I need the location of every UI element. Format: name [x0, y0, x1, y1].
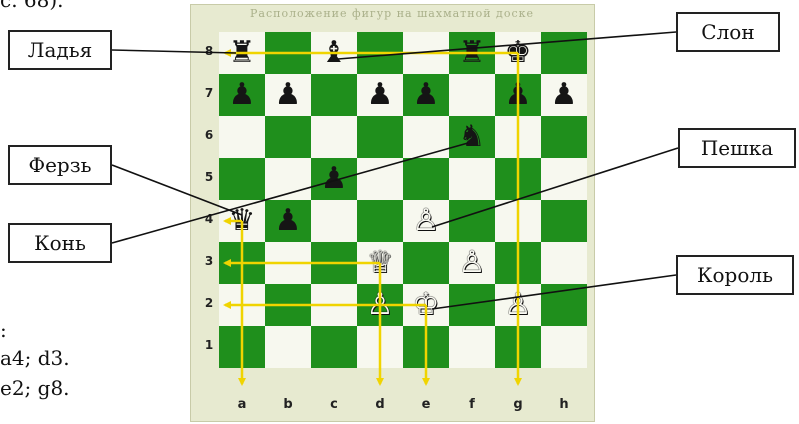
callout-bishop: Слон [676, 12, 780, 52]
leader-pawn [432, 148, 678, 227]
callout-king: Король [676, 255, 794, 295]
callout-rook: Ладья [8, 30, 112, 70]
leader-queen [112, 165, 242, 215]
leader-bishop [338, 32, 676, 59]
leader-king [432, 275, 676, 309]
callout-pawn: Пешка [678, 128, 796, 168]
leader-rook [112, 50, 236, 53]
leader-knight [112, 143, 468, 243]
callout-knight: Конь [8, 223, 112, 263]
callout-queen: Ферзь [8, 145, 112, 185]
